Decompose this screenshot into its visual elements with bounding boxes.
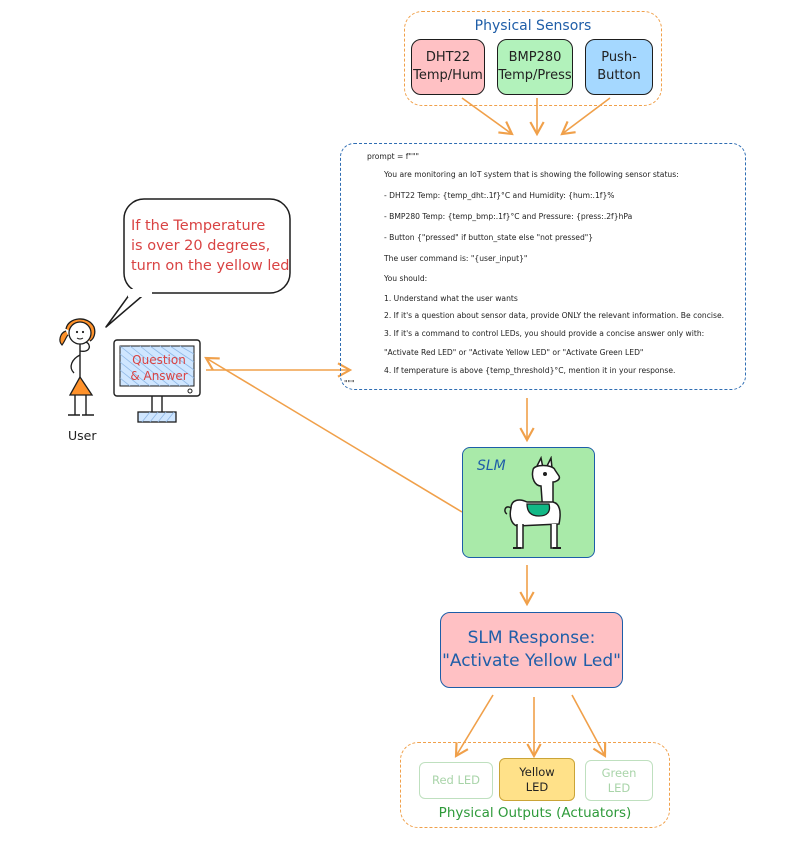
led-red: Red LED xyxy=(419,762,493,799)
llama-icon xyxy=(504,456,561,549)
arrow-dht-to-prompt xyxy=(461,97,514,136)
prompt-line-7: You should: xyxy=(384,274,428,283)
prompt-line-12: 4. If temperature is above {temp_thresho… xyxy=(384,366,676,375)
prompt-line-3: - DHT22 Temp: {temp_dht:.1f}°C and Humid… xyxy=(384,191,615,200)
arrow-response-to-green xyxy=(571,694,607,758)
prompt-line-6: The user command is: "{user_input}" xyxy=(384,254,528,263)
screen-line-1: Question xyxy=(132,353,186,367)
sensor-push-button: Push- Button xyxy=(585,39,653,95)
slm-label: SLM xyxy=(477,458,506,474)
prompt-line-9: 2. If it's a question about sensor data,… xyxy=(384,311,725,320)
led-yellow: Yellow LED xyxy=(499,758,575,801)
response-text: "Activate Yellow Led" xyxy=(442,651,621,671)
outputs-group: Red LED Yellow LED Green LED Physical Ou… xyxy=(400,742,670,828)
bubble-line-3: turn on the yellow led xyxy=(131,258,290,274)
prompt-line-8: 1. Understand what the user wants xyxy=(384,294,518,303)
sensors-title: Physical Sensors xyxy=(474,18,592,34)
slm-response-box: SLM Response: "Activate Yellow Led" xyxy=(440,612,623,688)
outputs-title: Physical Outputs (Actuators) xyxy=(438,805,632,821)
sensors-group: Physical Sensors DHT22 Temp/Hum BMP280 T… xyxy=(404,11,662,106)
arrow-button-to-prompt xyxy=(560,97,611,136)
prompt-box: prompt = f""" You are monitoring an IoT … xyxy=(340,143,746,390)
bubble-line-1: If the Temperature xyxy=(131,218,266,234)
prompt-line-11: "Activate Red LED" or "Activate Yellow L… xyxy=(384,348,644,357)
screen-line-2: & Answer xyxy=(130,369,188,383)
user-label: User xyxy=(68,428,97,443)
prompt-line-4: - BMP280 Temp: {temp_bmp:.1f}°C and Pres… xyxy=(384,212,633,221)
prompt-line-1: prompt = f""" xyxy=(367,152,419,161)
prompt-line-2: You are monitoring an IoT system that is… xyxy=(384,170,679,179)
bubble-line-2: is over 20 degrees, xyxy=(131,238,271,254)
led-green: Green LED xyxy=(585,760,653,801)
arrow-slm-to-screen xyxy=(204,356,463,513)
response-title: SLM Response: xyxy=(467,628,596,649)
monitor-icon xyxy=(113,339,201,423)
prompt-line-5: - Button {"pressed" if button_state else… xyxy=(384,233,594,242)
prompt-line-10: 3. If it's a command to control LEDs, yo… xyxy=(384,329,705,338)
sensor-bmp280: BMP280 Temp/Press xyxy=(497,39,573,95)
sensor-dht22: DHT22 Temp/Hum xyxy=(411,39,485,95)
user-figure-icon xyxy=(59,318,96,416)
speech-bubble xyxy=(105,198,291,328)
slm-box: SLM xyxy=(462,447,595,558)
arrow-response-to-red xyxy=(454,694,494,758)
prompt-line-13: """ xyxy=(344,379,355,388)
